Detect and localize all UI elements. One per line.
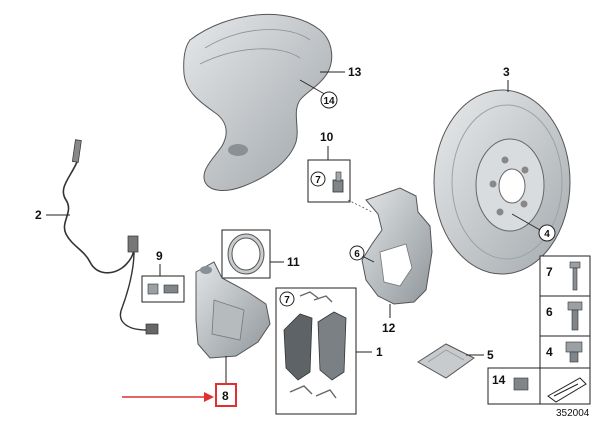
- label-12: 12: [382, 321, 396, 335]
- callout-13: 13: [320, 65, 362, 79]
- callout-3: 3: [503, 65, 510, 92]
- callout-5: 5: [466, 348, 494, 362]
- arrow-sign-icon: [547, 377, 587, 403]
- label-10: 10: [320, 130, 334, 144]
- callout-2: 2: [35, 208, 70, 222]
- legend-table: 7 6 4 14: [487, 255, 591, 405]
- label-1: 1: [376, 345, 383, 359]
- caliper-carrier[interactable]: [361, 187, 433, 305]
- label-2: 2: [35, 208, 42, 222]
- seal-ring[interactable]: [227, 233, 265, 275]
- brake-disc[interactable]: [433, 89, 571, 275]
- bleed-screw-box: [141, 275, 185, 303]
- label-5: 5: [487, 348, 494, 362]
- label-13: 13: [348, 65, 362, 79]
- label-9: 9: [156, 249, 163, 263]
- callout-8-highlighted: 8: [215, 356, 237, 407]
- legend-label-7: 7: [546, 265, 553, 279]
- label-3: 3: [503, 65, 510, 79]
- callout-14-shield: 14: [299, 79, 338, 109]
- label-7-bolt: 7: [315, 175, 321, 186]
- legend-label-4: 4: [546, 345, 553, 359]
- caliper-housing[interactable]: [195, 261, 271, 359]
- nut-14-icon: [513, 377, 529, 391]
- brake-pads[interactable]: [283, 311, 347, 381]
- legend-label-6: 6: [546, 305, 553, 319]
- callout-11: 11: [221, 229, 300, 279]
- wear-sensor[interactable]: [62, 139, 159, 335]
- reference-number: 352004: [556, 408, 590, 419]
- label-11: 11: [287, 255, 300, 269]
- callout-4: 4: [511, 213, 556, 242]
- grease-pack[interactable]: [417, 343, 475, 379]
- bolt-4-icon: [565, 341, 583, 363]
- callout-7-bolt: 7: [310, 171, 326, 187]
- brake-pads-box: [275, 287, 357, 415]
- label-7-pads: 7: [284, 295, 290, 306]
- bleed-screw-part[interactable]: [147, 283, 179, 295]
- label-8: 8: [222, 389, 229, 403]
- callout-9: 9: [156, 249, 163, 276]
- pad-clips[interactable]: [299, 291, 333, 303]
- legend-label-14: 14: [492, 373, 506, 387]
- label-4: 4: [544, 229, 550, 240]
- callout-10: 10: [320, 130, 334, 160]
- label-14-shield: 14: [323, 96, 335, 107]
- callout-1: 1: [356, 345, 383, 359]
- bolt-part[interactable]: [332, 171, 344, 193]
- bolt-leader: [347, 199, 373, 213]
- pad-retainers[interactable]: [289, 385, 337, 399]
- callout-7-pads: 7: [279, 291, 295, 307]
- bolt-6-icon: [567, 301, 583, 331]
- legend-row-7: [539, 255, 591, 297]
- highlight-box: [215, 383, 237, 407]
- callout-6-carrier: 6: [349, 245, 375, 263]
- bolt-10-box: [307, 159, 351, 203]
- splash-shield[interactable]: [183, 13, 333, 191]
- red-arrow-indicator: [122, 392, 214, 402]
- bolt-7-icon: [569, 261, 581, 291]
- callout-12: 12: [382, 304, 396, 335]
- label-6-carrier: 6: [354, 249, 360, 260]
